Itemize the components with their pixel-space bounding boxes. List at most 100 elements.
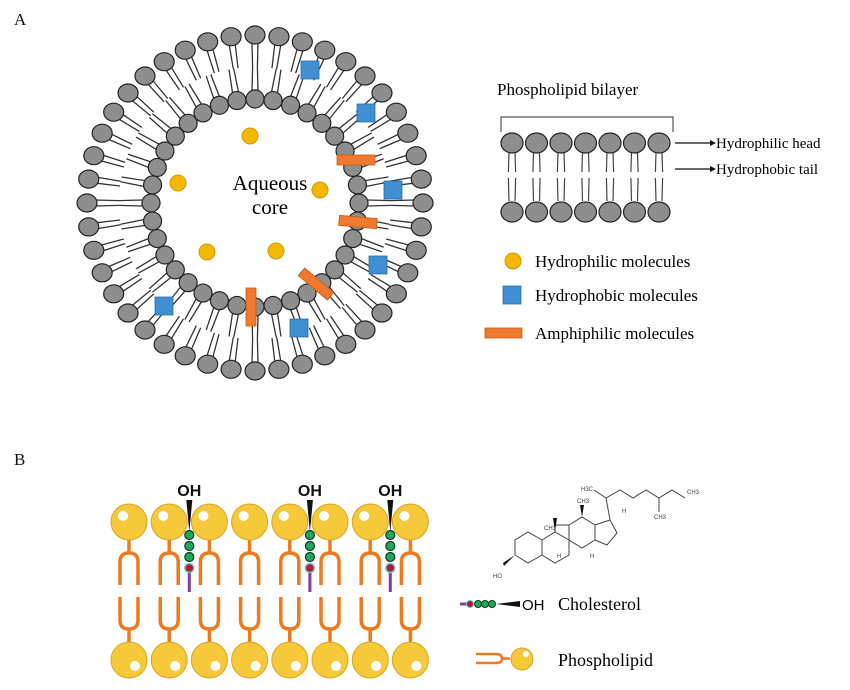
c21-methyl <box>593 489 607 499</box>
lipid-tail <box>205 307 215 331</box>
lipid-tail <box>345 83 363 103</box>
hydrophobic-molecule <box>368 255 388 275</box>
outer-lipid <box>290 32 313 74</box>
phospholipid-head <box>391 503 429 541</box>
lipid-tail <box>389 224 414 230</box>
lipid-tail <box>96 219 121 224</box>
tail-fork <box>319 551 341 585</box>
ch3-right-label: CH3 <box>687 490 700 496</box>
lipid-tail <box>212 333 220 358</box>
lipid-head <box>174 346 196 366</box>
phospholipid-pair <box>190 503 228 679</box>
lipid-tail <box>384 242 408 252</box>
outer-lipid <box>341 66 376 103</box>
inner-lipid <box>263 295 283 338</box>
lipid-tail <box>151 276 172 293</box>
lipid-tail <box>256 338 259 364</box>
ch3-c19-label: CH3 <box>544 526 557 532</box>
inset-lipid-pair <box>647 132 671 223</box>
inner-lipid <box>325 260 362 293</box>
lipid-tail <box>234 337 239 362</box>
outer-lipid <box>103 102 143 133</box>
lipid-tail <box>233 313 240 338</box>
lipid-head <box>598 132 622 154</box>
outer-lipid <box>384 238 427 260</box>
head-highlight <box>371 661 382 671</box>
phospholipid-head <box>391 641 429 679</box>
lipid-tail <box>271 337 276 362</box>
lipid-head <box>91 263 113 283</box>
lipid-tail <box>206 332 216 356</box>
lipid-tail <box>270 68 277 93</box>
tail-fork <box>399 551 422 585</box>
phospholipid-head <box>311 641 349 679</box>
ring-a <box>514 531 543 564</box>
lipid-tail <box>165 315 180 337</box>
outer-lipid <box>355 289 393 323</box>
lipid-tail <box>325 318 340 340</box>
lipid-head <box>178 113 198 133</box>
tail-fork <box>158 551 180 585</box>
lipid-tail <box>107 256 131 268</box>
head-highlight <box>170 661 181 671</box>
lipid-head <box>622 132 647 154</box>
inner-lipid <box>148 113 185 146</box>
outer-lipid <box>220 337 242 379</box>
outer-lipid <box>244 338 266 381</box>
lipid-tail <box>507 177 510 202</box>
lipid-tail <box>165 69 180 91</box>
lipid-tail <box>170 318 185 340</box>
lipid-head <box>193 103 213 123</box>
lipid-tail <box>205 75 215 99</box>
lipid-tail <box>390 204 416 207</box>
oh-wedge <box>186 500 193 532</box>
cholesterol-icon <box>460 600 520 608</box>
lipid-tail <box>210 74 221 97</box>
lipid-tail <box>135 255 157 270</box>
lipid-head <box>573 132 598 154</box>
phospholipid-icon <box>476 647 534 671</box>
lipid-tail <box>384 154 408 164</box>
lipid-tail <box>636 151 639 173</box>
lipid-head <box>91 123 113 143</box>
lipid-tail <box>270 313 277 338</box>
tail-fork <box>399 597 422 631</box>
hydrophilic-molecule <box>198 243 216 261</box>
phospholipid-pair <box>351 503 389 679</box>
lipid-tail <box>110 133 133 145</box>
oh-wedge <box>387 500 394 532</box>
inner-lipid <box>280 74 305 115</box>
lipid-head <box>343 228 363 249</box>
outer-lipid <box>325 315 357 354</box>
hydrophilic-molecule <box>311 181 329 199</box>
inner-lipid <box>347 175 390 195</box>
lipid-tail <box>295 75 305 99</box>
lipid-tail <box>563 151 566 173</box>
outer-lipid <box>268 337 290 379</box>
lipid-tail <box>190 55 202 79</box>
outer-lipid <box>78 169 121 189</box>
lipid-head <box>83 240 105 260</box>
lipid-head <box>622 201 647 223</box>
lipid-tail <box>271 44 276 69</box>
oh-wedge <box>306 500 313 532</box>
lipid-tail <box>188 301 203 323</box>
steroid-ring <box>184 551 195 563</box>
lipid-tail <box>556 151 559 173</box>
lipid-head <box>178 273 198 293</box>
inner-lipid <box>227 68 247 111</box>
cholesterol-joint <box>385 562 396 574</box>
lipid-tail <box>587 151 590 173</box>
cargo-molecules <box>154 60 403 338</box>
phospholipid-head <box>150 641 188 679</box>
lipid-tail <box>341 79 359 100</box>
lipid-tail <box>138 261 160 274</box>
lipid-head <box>280 291 301 311</box>
steroid-ring <box>385 529 396 541</box>
cholesterol-oh-label: OH <box>522 597 545 614</box>
head-highlight <box>411 661 422 671</box>
phospholipid-head <box>110 641 148 679</box>
lipid-head <box>647 201 671 223</box>
ring-c-link <box>554 524 569 532</box>
lipid-tail <box>102 154 126 164</box>
